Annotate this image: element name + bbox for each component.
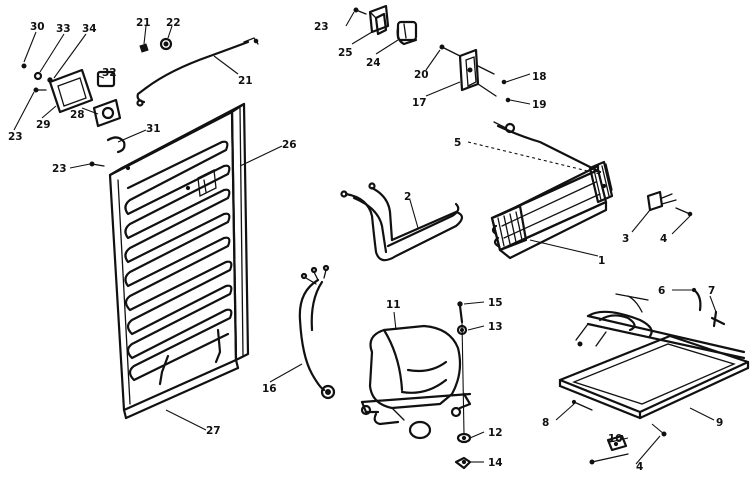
part-label-13: 13 xyxy=(488,321,503,333)
part-label-34: 34 xyxy=(82,23,97,35)
part-label-4-top: 4 xyxy=(660,233,667,245)
part-label-5: 5 xyxy=(454,137,461,149)
part-label-27: 27 xyxy=(206,425,221,437)
part-label-23-top: 23 xyxy=(314,21,329,33)
part-label-4-bottom: 4 xyxy=(636,461,643,473)
top-brackets xyxy=(353,4,418,46)
part-label-9: 9 xyxy=(716,417,723,429)
part-label-17: 17 xyxy=(412,97,427,109)
relay-bracket xyxy=(439,44,511,103)
wire-21 xyxy=(136,37,259,107)
part-label-7: 7 xyxy=(708,285,715,297)
part-label-28: 28 xyxy=(70,109,85,121)
condenser xyxy=(490,160,614,260)
part-label-10: 10 xyxy=(608,433,623,445)
pan-hardware xyxy=(571,287,726,465)
part-label-24: 24 xyxy=(366,57,381,69)
heater-tube xyxy=(340,182,464,262)
part-label-15: 15 xyxy=(488,297,503,309)
part-label-23-left: 23 xyxy=(52,163,67,175)
part-label-20: 20 xyxy=(414,69,429,81)
part-label-31: 31 xyxy=(146,123,161,135)
part-label-3: 3 xyxy=(622,233,629,245)
compressor-hardware xyxy=(454,301,472,470)
part-label-33: 33 xyxy=(56,23,71,35)
part-label-6: 6 xyxy=(658,285,665,297)
part-label-22: 22 xyxy=(166,17,181,29)
part-label-19: 19 xyxy=(532,99,547,111)
part-label-29: 29 xyxy=(36,119,51,131)
part-labels: 30 33 34 32 29 28 31 23 23 21 22 21 26 2… xyxy=(8,17,723,473)
drain-pan xyxy=(558,293,750,420)
part-label-11: 11 xyxy=(386,299,401,311)
part-label-30: 30 xyxy=(30,21,45,33)
part-label-25: 25 xyxy=(338,47,353,59)
part-label-18: 18 xyxy=(532,71,547,83)
compressor xyxy=(360,324,472,440)
part-label-1: 1 xyxy=(598,255,605,267)
part-label-21-top: 21 xyxy=(136,17,151,29)
part-label-32: 32 xyxy=(102,67,117,79)
thermostat-bracket xyxy=(21,63,126,167)
part-label-8: 8 xyxy=(542,417,549,429)
part-label-12: 12 xyxy=(488,427,503,439)
part-label-14: 14 xyxy=(488,457,503,469)
part-label-16: 16 xyxy=(262,383,277,395)
part-label-23-left-top: 23 xyxy=(8,131,23,143)
leader-lines xyxy=(13,11,717,465)
wire-harness xyxy=(298,264,336,400)
part-label-2: 2 xyxy=(404,191,411,203)
side-bracket xyxy=(646,190,693,217)
part-label-21: 21 xyxy=(238,75,253,87)
dryer-tube xyxy=(467,121,602,175)
evaporator-panel xyxy=(108,102,250,420)
part-label-26: 26 xyxy=(282,139,297,151)
